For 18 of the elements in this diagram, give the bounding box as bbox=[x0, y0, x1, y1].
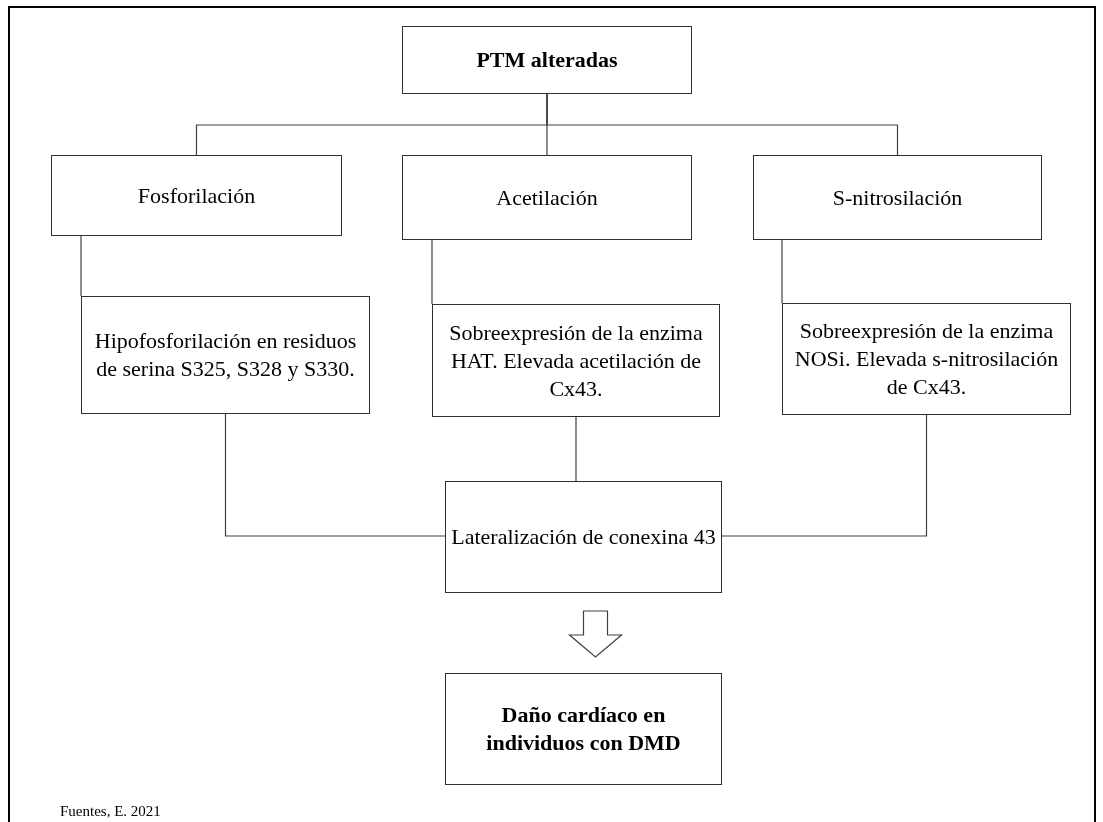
source-note: Fuentes, E. 2021 bbox=[60, 802, 161, 820]
connector-line bbox=[224, 413, 446, 537]
process-box: S-nitrosilación bbox=[753, 155, 1042, 240]
process-box: Fosforilación bbox=[51, 155, 342, 236]
process-box: Daño cardíaco en individuos con DMD bbox=[445, 673, 722, 785]
connector-line bbox=[80, 235, 82, 297]
connector-line bbox=[431, 239, 433, 305]
connector-line bbox=[721, 414, 928, 537]
connector-line bbox=[546, 93, 899, 156]
process-box: PTM alteradas bbox=[402, 26, 692, 94]
process-box: Sobreexpresión de la enzima HAT. Elevada acetilación de Cx43. bbox=[432, 304, 720, 417]
connector-line bbox=[575, 416, 577, 482]
process-box: Acetilación bbox=[402, 155, 692, 240]
connector-line bbox=[781, 239, 783, 304]
block-arrow bbox=[567, 610, 624, 658]
process-box: Sobreexpresión de la enzima NOSi. Elevada s-nitrosilación de Cx43. bbox=[782, 303, 1071, 415]
process-box: Hipofosforilación en residuos de serina S325, S328 y S330. bbox=[81, 296, 370, 414]
process-box: Lateralización de conexina 43 bbox=[445, 481, 722, 593]
